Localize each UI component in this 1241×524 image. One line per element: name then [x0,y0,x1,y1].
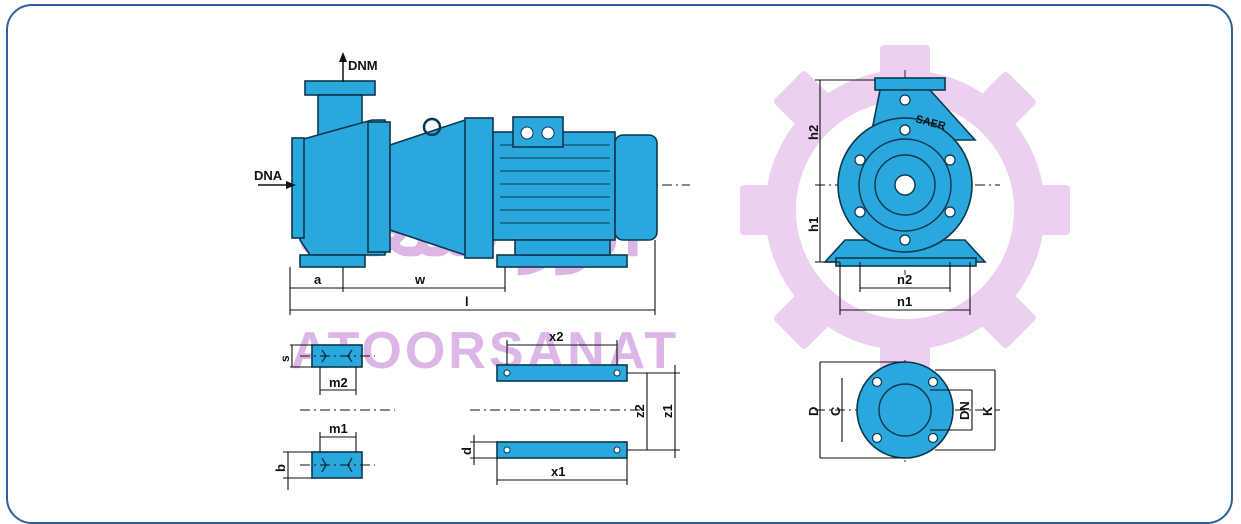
front-foot [835,257,977,267]
volute-casing [299,119,386,256]
terminal-screw-icon [520,126,534,140]
label-DN: DN [957,401,972,420]
flange-bore [878,383,932,437]
label-m2: m2 [329,375,348,390]
side-view: DNM DNA a w l [254,52,690,315]
label-D: D [806,407,821,416]
label-b: b [273,464,288,472]
label-s: s [278,355,292,362]
shaft-icon [894,174,916,196]
fan-cover [614,134,658,241]
suction-flange [291,137,305,239]
discharge-flange [304,80,376,96]
terminal-box [512,116,564,148]
label-C: C [828,406,843,416]
label-m1: m1 [329,421,348,436]
flange-view: D C DN K [806,360,1000,462]
foot-details: s m2 m1 b x2 x1 [273,329,680,490]
terminal-screw-icon [541,126,555,140]
motor-foot-top [496,364,628,382]
label-d: d [459,447,474,455]
dnm-arrow-icon [339,52,347,62]
label-l: l [465,294,469,309]
label-a: a [314,272,322,287]
casing-cover [367,121,391,253]
label-h1: h1 [806,217,821,232]
flange-outer [856,361,954,459]
motor-body [492,131,616,241]
motor-flange [464,117,494,259]
label-x2: x2 [549,329,563,344]
lifting-eye-icon [422,117,442,137]
label-z2: z2 [632,404,647,418]
label-dna: DNA [254,168,283,183]
label-n2: n2 [897,272,912,287]
label-w: w [414,272,426,287]
label-K: K [980,406,995,416]
motor-fins [500,144,610,224]
label-x1: x1 [551,464,565,479]
dna-arrow-icon [286,181,296,189]
motor-foot-bottom [496,441,628,459]
front-view: SAER h2 h1 n2 n1 [806,70,1000,315]
label-n1: n1 [897,294,912,309]
label-z1: z1 [660,404,675,418]
motor-foot-support [514,239,611,256]
pump-foot [299,254,366,268]
motor-foot [496,254,628,268]
label-dnm: DNM [348,58,378,73]
front-bolts [854,94,956,246]
front-discharge-flange [874,77,946,91]
flange-bolt-holes [871,376,939,444]
label-h2: h2 [806,125,821,140]
